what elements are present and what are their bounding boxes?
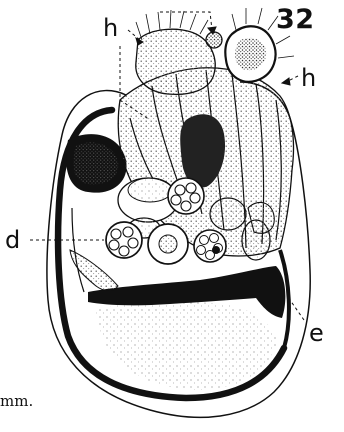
label-h-right: h <box>301 66 316 90</box>
left-protrusion <box>136 29 215 94</box>
label-h-top: h <box>103 16 118 40</box>
label-e: e <box>309 321 324 345</box>
lower-cavity <box>96 302 278 390</box>
scale-unit-text: mm. <box>0 392 33 410</box>
label-d: d <box>5 228 20 252</box>
figure-number: 32 <box>276 4 315 35</box>
apical-knob <box>206 32 222 48</box>
left-strand <box>70 250 118 291</box>
